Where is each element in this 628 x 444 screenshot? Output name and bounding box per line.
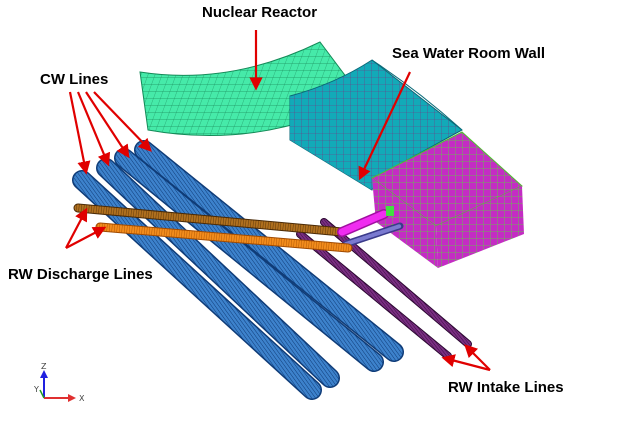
discharge-connector bbox=[337, 206, 394, 237]
arrow-cw-3 bbox=[85, 91, 130, 159]
arrow-discharge-1 bbox=[65, 207, 88, 249]
axis-triad-icon: Z Y X bbox=[33, 362, 85, 403]
cw-lines-label: CW Lines bbox=[40, 71, 108, 88]
arrow-wall bbox=[358, 71, 411, 181]
axis-z-label: Z bbox=[41, 362, 47, 371]
sea-water-room-wall-label: Sea Water Room Wall bbox=[392, 45, 545, 62]
axis-y-label: Y bbox=[33, 385, 39, 394]
rw-intake-lines bbox=[296, 218, 472, 360]
arrow-intake-1 bbox=[441, 354, 491, 372]
rw-discharge-lines-label: RW Discharge Lines bbox=[8, 266, 153, 283]
arrow-discharge-2 bbox=[65, 226, 107, 249]
rw-discharge-lines bbox=[73, 203, 353, 253]
rw-intake-lines-label: RW Intake Lines bbox=[448, 379, 564, 396]
nuclear-reactor-label: Nuclear Reactor bbox=[202, 4, 317, 21]
arrow-cw-2 bbox=[76, 91, 111, 167]
arrow-cw-4 bbox=[93, 91, 152, 152]
axis-x-label: X bbox=[79, 394, 85, 403]
annotation-arrows bbox=[65, 30, 491, 372]
arrow-cw-1 bbox=[68, 91, 91, 175]
arrow-intake-2 bbox=[464, 344, 491, 371]
cw-lines bbox=[72, 140, 404, 400]
room-block-mesh bbox=[371, 131, 524, 268]
